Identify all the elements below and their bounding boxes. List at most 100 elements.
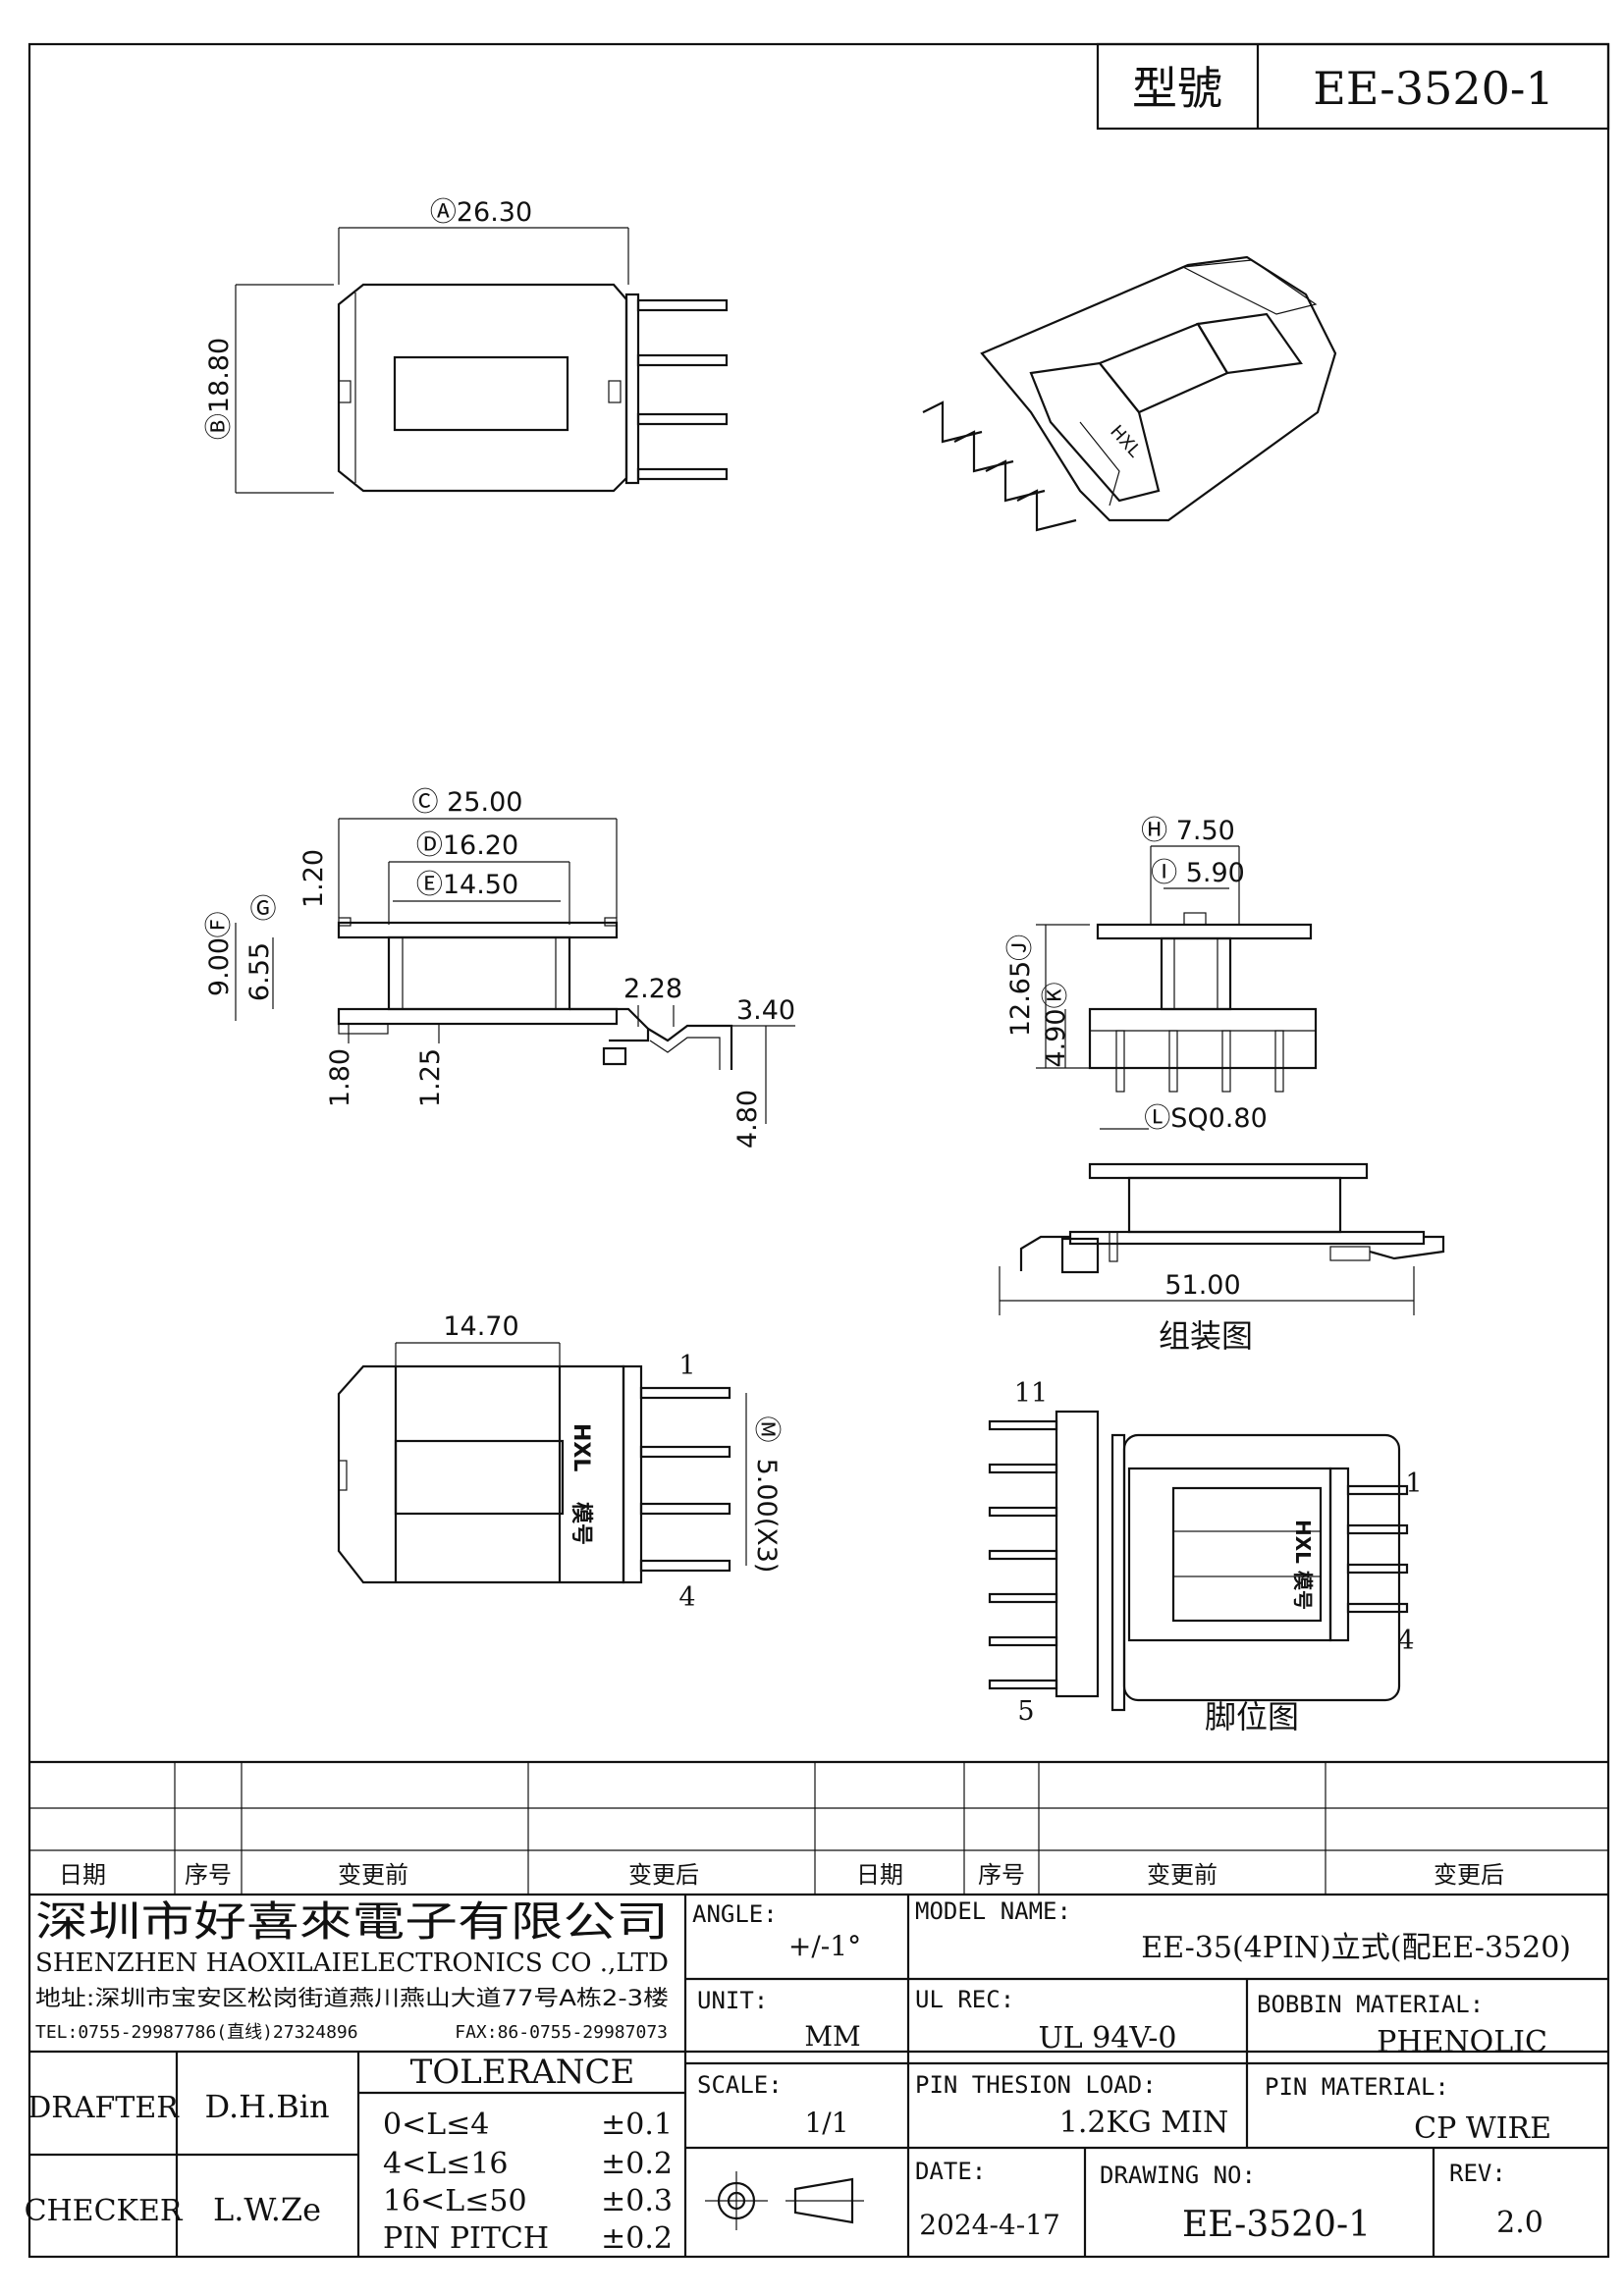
title-block: 深圳市好喜來電子有限公司 SHENZHEN HAOXILAIELECTRONIC… (25, 1895, 1608, 2257)
projection-symbol (705, 2171, 864, 2230)
dim-e: Ⓔ14.50 (416, 870, 518, 900)
drafter-label: DRAFTER (27, 2091, 180, 2125)
pin-material-value: CP WIRE (1414, 2111, 1551, 2146)
unit-value: MM (804, 2020, 860, 2053)
assembly-caption: 组装图 (1159, 1317, 1253, 1355)
bottom-mark-text: 模号 (568, 1502, 593, 1545)
model-name-value: EE-35(4PIN)立式(配EE-3520) (1141, 1931, 1571, 1965)
company-tel: TEL:0755-29987786(直线)27324896 (35, 2022, 358, 2043)
drawing-no-label: DRAWING NO: (1100, 2162, 1256, 2189)
dim-f: Ⓕ (204, 912, 235, 938)
tolerance-value-1: ±0.1 (601, 2108, 673, 2142)
tolerance-range-1: 0<L≤4 (383, 2108, 489, 2142)
pinout-pin-5: 5 (1017, 1696, 1034, 1727)
pinout-pin-4: 4 (1397, 1626, 1414, 1656)
iso-mark: HXL (1106, 421, 1145, 461)
bobbin-value: PHENOLIC (1377, 2025, 1547, 2059)
bottom-view: 14.70 HXL 模号 1 4 Ⓜ 5.00(X3) (337, 1311, 782, 1613)
date-value: 2024-4-17 (919, 2209, 1060, 2241)
dim-480: 4.80 (732, 1090, 763, 1148)
dim-k: 4.90Ⓚ (1041, 982, 1071, 1067)
checker-value: L.W.Ze (213, 2191, 321, 2228)
company-address: 地址:深圳市宝安区松岗街道燕川燕山大道77号A栋2-3楼 (35, 1987, 669, 2011)
isometric-view: HXL (922, 255, 1337, 532)
bottom-pitch: 5.00(X3) (751, 1459, 782, 1574)
company-name-en: SHENZHEN HAOXILAIELECTRONICS CO .,LTD (35, 1949, 669, 1978)
dim-f-val: 9.00 (204, 937, 235, 996)
rev-label: REV: (1449, 2160, 1506, 2187)
tolerance-title: TOLERANCE (410, 2053, 635, 2092)
pinout-pin-1: 1 (1405, 1468, 1422, 1499)
assembly-view: 51.00 组装图 (999, 1162, 1445, 1355)
dim-125: 1.25 (415, 1048, 446, 1107)
bottom-pin-1: 1 (678, 1351, 695, 1381)
drawing-no-value: EE-3520-1 (1182, 2205, 1371, 2245)
bottom-mark-brand: HXL (568, 1423, 593, 1471)
rev-header-4: 变更后 (628, 1861, 699, 1889)
dim-l: ⓁSQ0.80 (1144, 1103, 1268, 1134)
unit-label: UNIT: (697, 1987, 768, 2014)
rev-header-1: 日期 (59, 1861, 106, 1889)
sheet-border (27, 42, 1610, 2259)
bottom-pitch-mark: Ⓜ (751, 1416, 782, 1443)
model-label: 型號 (1132, 62, 1222, 115)
pinout-caption: 脚位图 (1205, 1698, 1299, 1735)
pinout-left-pins (988, 1419, 1058, 1690)
rev-value: 2.0 (1496, 2206, 1543, 2240)
side-view: Ⓗ 7.50 Ⓘ 5.90 12.65Ⓙ 4.90Ⓚ ⓁSQ0.80 (1005, 816, 1318, 1134)
rev-header-3: 变更前 (338, 1861, 408, 1889)
rev-header-5: 日期 (856, 1861, 903, 1889)
bobbin-label: BOBBIN MATERIAL: (1257, 1991, 1484, 2018)
dim-j: 12.65Ⓙ (1005, 934, 1036, 1037)
dim-228: 2.28 (623, 974, 682, 1004)
pinout-view: HXL 模号 11 5 1 4 脚位图 (988, 1378, 1423, 1735)
model-header: 型號 EE-3520-1 (1096, 42, 1610, 131)
company-fax: FAX:86-0755-29987073 (455, 2022, 668, 2043)
drafter-value: D.H.Bin (204, 2088, 329, 2125)
rev-header-8: 变更后 (1434, 1861, 1504, 1889)
dim-g-val: 6.55 (244, 942, 275, 1001)
dim-180: 1.80 (325, 1048, 355, 1107)
assembly-dim: 51.00 (1164, 1270, 1240, 1301)
dim-120: 1.20 (298, 849, 329, 908)
tolerance-range-2: 4<L≤16 (383, 2147, 508, 2181)
side-view-pins (1115, 1030, 1284, 1093)
dim-i: Ⓘ 5.90 (1151, 858, 1245, 888)
dim-g: Ⓖ (250, 894, 277, 925)
tolerance-value-4: ±0.2 (601, 2221, 673, 2256)
checker-label: CHECKER (25, 2194, 184, 2228)
date-label: DATE: (915, 2158, 986, 2185)
revision-table: 日期 序号 变更前 变更后 日期 序号 变更前 变更后 (29, 1760, 1608, 1896)
top-view: Ⓐ26.30 Ⓑ18.80 (204, 197, 729, 494)
company-name-cn: 深圳市好喜來電子有限公司 (35, 1897, 669, 1946)
dim-340: 3.40 (736, 995, 795, 1026)
scale-value: 1/1 (804, 2107, 848, 2139)
top-view-pins (636, 298, 729, 481)
load-value: 1.2KG MIN (1059, 2106, 1228, 2140)
dim-b: Ⓑ18.80 (204, 338, 235, 440)
tolerance-range-4: PIN PITCH (383, 2221, 549, 2256)
pinout-mark-brand: HXL (1291, 1520, 1315, 1564)
rev-header-7: 变更前 (1147, 1861, 1218, 1889)
load-label: PIN THESION LOAD: (915, 2071, 1157, 2099)
bottom-dim-w: 14.70 (443, 1311, 518, 1342)
tolerance-range-3: 16<L≤50 (383, 2184, 527, 2218)
rev-header-6: 序号 (978, 1861, 1025, 1889)
tolerance-value-3: ±0.3 (601, 2184, 673, 2218)
ul-value: UL 94V-0 (1038, 2021, 1176, 2056)
rev-header-2: 序号 (185, 1861, 232, 1889)
bottom-pin-4: 4 (678, 1582, 695, 1613)
model-value: EE-3520-1 (1313, 62, 1553, 115)
pin-material-label: PIN MATERIAL: (1265, 2073, 1449, 2101)
front-view: Ⓒ 25.00 Ⓓ16.20 Ⓔ14.50 1.20 9.00 Ⓕ 6.55 Ⓖ… (204, 787, 795, 1148)
model-name-label: MODEL NAME: (915, 1897, 1071, 1925)
angle-label: ANGLE: (692, 1900, 778, 1928)
dim-c: Ⓒ 25.00 (412, 787, 523, 818)
scale-label: SCALE: (697, 2071, 783, 2099)
ul-label: UL REC: (915, 1986, 1014, 2013)
dim-d: Ⓓ16.20 (416, 830, 518, 861)
dim-a: Ⓐ26.30 (430, 197, 532, 228)
pinout-pin-11: 11 (1014, 1378, 1048, 1409)
pinout-mark-text: 模号 (1291, 1571, 1315, 1610)
